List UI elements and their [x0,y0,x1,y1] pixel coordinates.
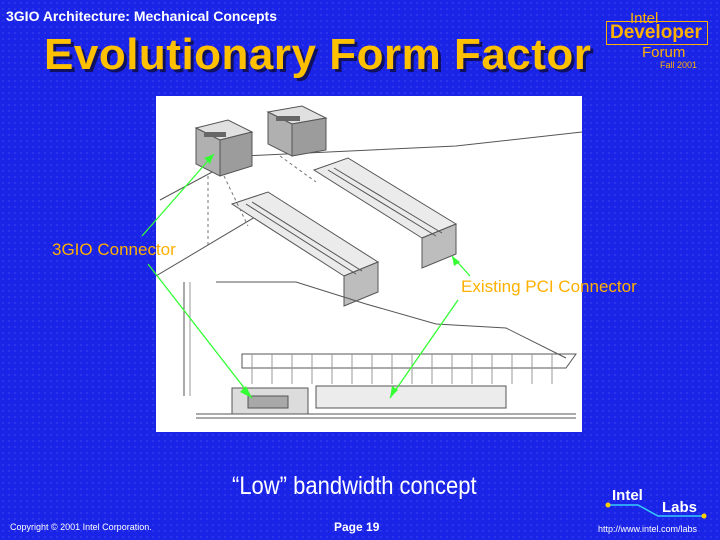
labs-logo-word1: Intel [612,487,643,504]
logo-season: Fall 2001 [660,60,698,70]
footer-url: http://www.intel.com/labs [598,524,698,534]
connector-sketch-drawing [156,105,582,419]
intel-labs-logo: Intel Labs [600,484,712,524]
label-pci-connector: Existing PCI Connector [461,277,637,296]
logo-brand: Intel [630,10,659,27]
developer-forum-logo: Intel Developer Forum Fall 2001 [604,8,714,78]
leader-3gio-bottom [147,263,253,399]
arrowhead-pci-top [452,256,460,266]
connector-sketch [156,96,582,432]
footer-copyright: Copyright © 2001 Intel Corporation. [10,522,152,532]
logo-developer: Developer [610,22,702,43]
slide-title: Evolutionary Form Factor [44,30,592,79]
labs-logo-swoosh [605,502,707,519]
footer-page-number: Page 19 [334,520,380,534]
leader-3gio-top [141,153,215,237]
arrowhead-pci-bottom [390,386,398,398]
labs-logo-word2: Labs [662,499,698,516]
logo-frame [606,21,708,45]
arrowhead-3gio-top [204,154,214,164]
leader-pci-bottom [389,299,459,399]
arrowhead-3gio-bottom [240,386,252,398]
logo-forum: Forum [642,44,686,61]
label-3gio-connector: 3GIO Connector [52,240,176,259]
slide-subtitle: 3GIO Architecture: Mechanical Concepts [6,8,277,24]
concept-caption: “Low” bandwidth concept [232,472,477,500]
